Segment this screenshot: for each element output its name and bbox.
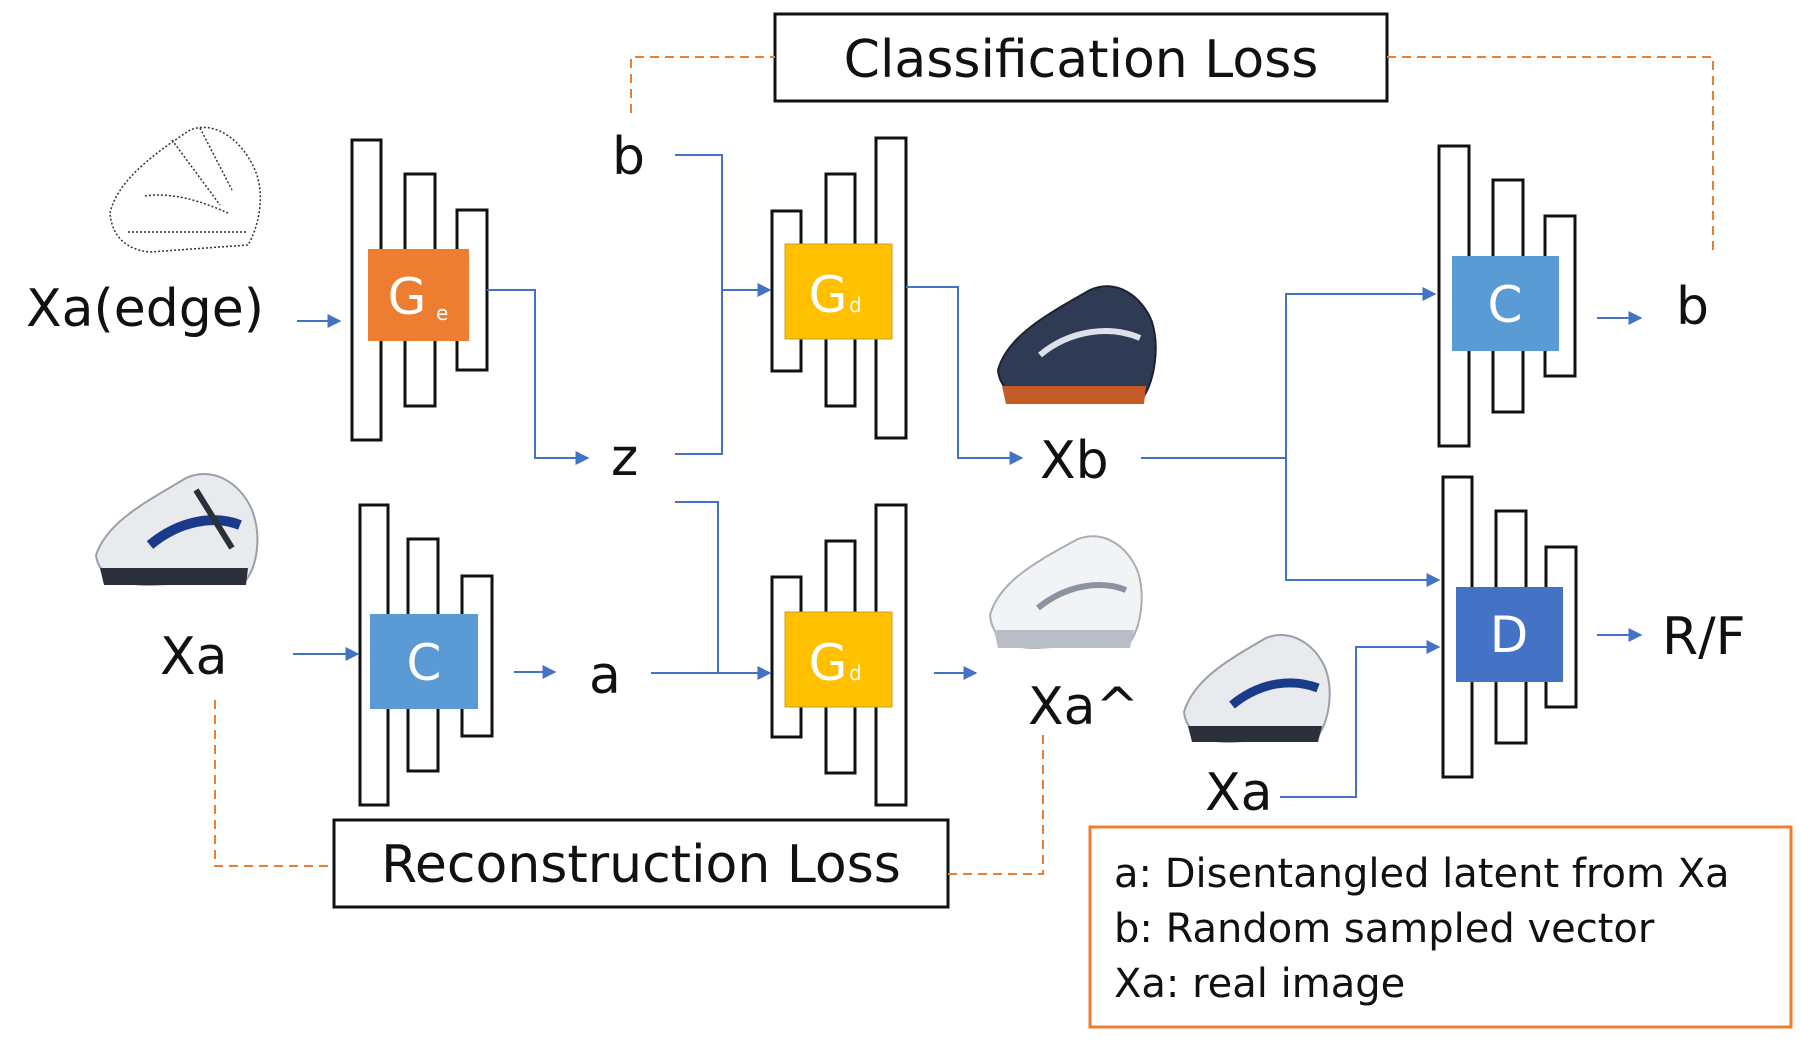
xa-left-shoe-image [94, 473, 259, 587]
z-label: z [611, 428, 638, 488]
xa-edge-label: Xa(edge) [26, 279, 264, 339]
data-flow-arrows [293, 154, 1643, 798]
discriminator-label: D [1490, 606, 1529, 664]
legend-box [1088, 825, 1793, 1029]
reconstruction-loss-box [332, 818, 950, 909]
legend-line-2: b: Random sampled vector [1114, 906, 1655, 952]
reconstruction-loss-label: Reconstruction Loss [381, 835, 901, 895]
classifier-bottom-label: C [407, 634, 442, 692]
xb-generated-shoe-image [996, 285, 1157, 404]
edge-shoe-sketch [109, 126, 262, 253]
b-input-label: b [612, 127, 645, 187]
discriminator-block [1456, 587, 1563, 682]
xa-right-label: Xa [1205, 763, 1273, 823]
rf-label: R/F [1662, 607, 1746, 667]
decoder-top-block-label: G [809, 266, 848, 324]
decoder-bottom-block-label: G [809, 634, 848, 692]
classifier-right-label: C [1488, 276, 1523, 334]
classification-loss-label: Classification Loss [844, 30, 1319, 90]
decoder-bottom-block [784, 611, 893, 708]
xa-right-shoe-image [1182, 633, 1331, 744]
b-output-label: b [1676, 277, 1709, 337]
loss-connectors [214, 56, 1714, 875]
classifier-bottom-block [370, 614, 478, 709]
a-label: a [589, 646, 621, 706]
legend-line-1: a: Disentangled latent from Xa [1114, 851, 1730, 897]
xa-hat-reconstructed-shoe-image [988, 535, 1143, 650]
xa-left-label: Xa [160, 627, 228, 687]
decoder-top-block-subscript: d [849, 293, 862, 317]
decoder-top-block [784, 243, 893, 340]
xa-hat-label: Xa^ [1028, 677, 1139, 737]
decoder-bottom-block-subscript: d [849, 661, 862, 685]
encoder-block-label: G [388, 268, 427, 326]
legend-line-3: Xa: real image [1114, 961, 1405, 1007]
encoder-block-subscript: e [436, 301, 448, 325]
encoder-block [368, 249, 469, 341]
classifier-right-block [1452, 256, 1559, 351]
xb-label: Xb [1040, 431, 1109, 491]
classification-loss-box [773, 12, 1389, 103]
